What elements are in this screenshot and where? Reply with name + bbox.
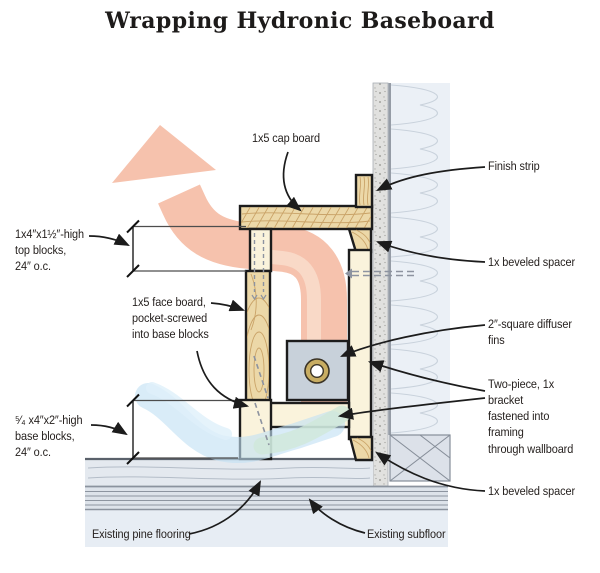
beveled-spacer-bottom (348, 435, 374, 462)
beveled-spacer-top (347, 227, 373, 254)
diagram-title: Wrapping Hydronic Baseboard (105, 8, 495, 34)
cool-air-flow (135, 382, 351, 464)
leader-finish-strip (376, 166, 486, 191)
label-diffuser-fins: 2″-square diffuser fins (488, 317, 572, 348)
floor-base-band (85, 510, 448, 547)
dimension-lines (126, 219, 246, 465)
diffuser-fin (285, 339, 350, 402)
leader-bracket-bottom (337, 397, 486, 420)
label-beveled-spacer-top: 1x beveled spacer (488, 255, 576, 269)
leader-spacer-top (375, 240, 486, 263)
leader-arrows (88, 151, 486, 535)
floor-section (85, 457, 448, 547)
screw-tips (251, 294, 267, 301)
cap-board (238, 204, 374, 231)
finish-strip (354, 173, 374, 209)
pocket-screw (253, 355, 270, 446)
baseboard-unit (238, 173, 374, 462)
label-cap-board: 1x5 cap board (252, 131, 320, 145)
pine-flooring-layer (85, 460, 373, 486)
fastener-tip (345, 268, 352, 279)
leader-base-blocks (90, 421, 128, 436)
leader-subfloor (308, 498, 366, 534)
label-finish-strip: Finish strip (488, 159, 540, 173)
label-subfloor: Existing subfloor (367, 527, 446, 541)
leader-spacer-bottom (375, 451, 486, 492)
leader-cap-board (282, 151, 302, 212)
subfloor-layer (85, 487, 448, 509)
label-top-blocks: 1x4″x1½″-high top blocks, 24″ o.c. (15, 227, 85, 274)
label-bracket: Two-piece, 1x bracket fastened into fram… (488, 377, 574, 456)
wallboard (372, 82, 389, 487)
leader-diffuser (340, 324, 486, 357)
leader-pine-flooring (188, 480, 261, 535)
label-face-board: 1x5 face board, pocket-screwed into base… (132, 295, 209, 342)
label-pine-flooring: Existing pine flooring (92, 527, 191, 541)
bracket-vertical-piece (347, 248, 373, 441)
fasteners (251, 233, 416, 446)
leader-bracket-vertical (367, 360, 486, 392)
leader-top-blocks (88, 233, 130, 246)
wall-bottom-plate (389, 434, 451, 482)
label-base-blocks: ⁵⁄₄ x4″x2″-high base blocks, 24″ o.c. (15, 413, 83, 460)
leader-face-board (210, 299, 246, 312)
wall-framing-line (388, 83, 392, 435)
top-block-screws (253, 233, 265, 292)
leader-base-block-screw (196, 350, 250, 409)
wall-section (372, 82, 451, 487)
label-beveled-spacer-bottom: 1x beveled spacer (488, 484, 576, 498)
dimension-ticks (126, 219, 140, 465)
top-block (248, 227, 273, 273)
